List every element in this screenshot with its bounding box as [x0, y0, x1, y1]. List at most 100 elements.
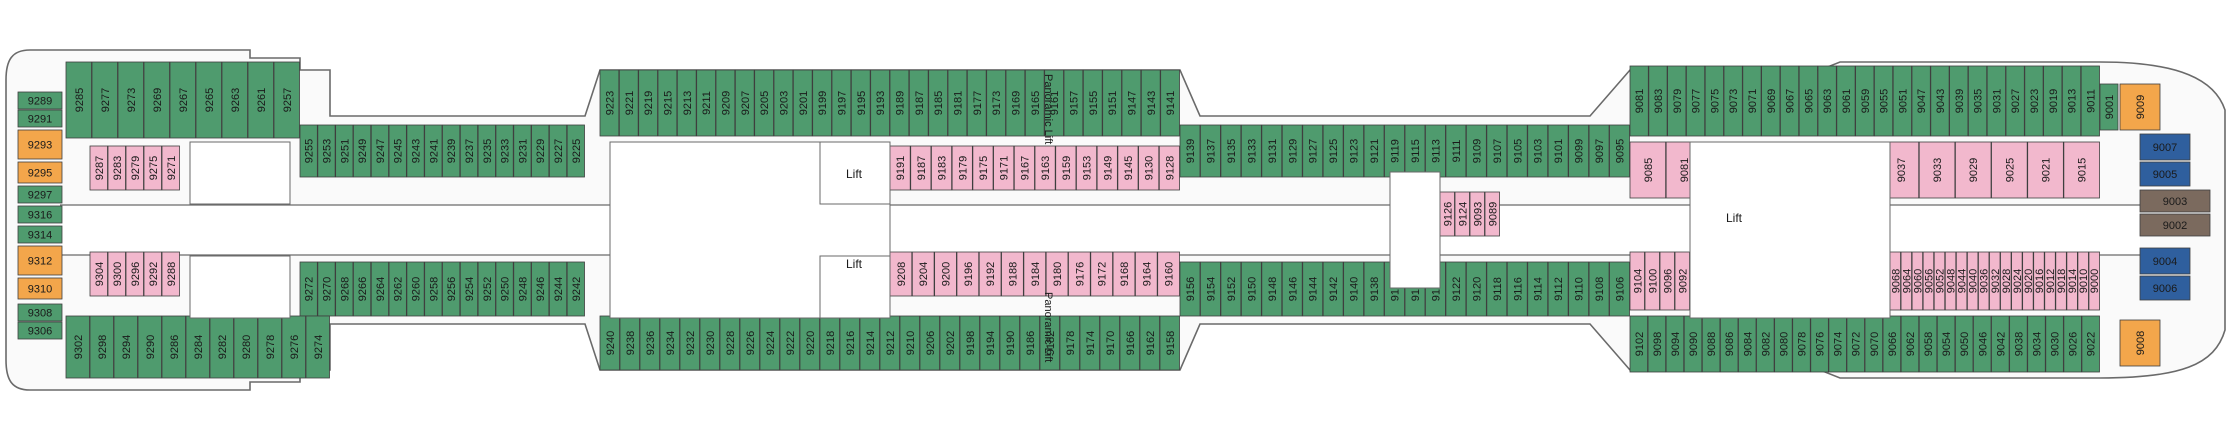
top-inner-9229[interactable]: 9229: [531, 124, 550, 178]
bottom-inner-9144[interactable]: 9144: [1302, 261, 1324, 317]
bottom-outer-9278[interactable]: 9278: [257, 315, 282, 379]
top-inner-9125[interactable]: 9125: [1322, 124, 1344, 178]
bottom-inside-9160[interactable]: 9160: [1157, 251, 1180, 297]
bottom-inner-9264[interactable]: 9264: [370, 261, 389, 317]
top-outer-9185[interactable]: 9185: [928, 69, 948, 137]
bottom-inner-9260[interactable]: 9260: [406, 261, 425, 317]
top-outer-fwd-9039[interactable]: 9039: [1949, 65, 1969, 137]
top-inner-9101[interactable]: 9101: [1547, 124, 1569, 178]
top-outer-fwd-9031[interactable]: 9031: [1986, 65, 2006, 137]
bottom-outer-9232[interactable]: 9232: [679, 315, 700, 371]
top-inside-9015[interactable]: 9015: [2063, 141, 2100, 199]
bottom-outer-9194[interactable]: 9194: [979, 315, 1000, 371]
bottom-inside-9060[interactable]: 9060: [1911, 251, 1924, 311]
bottom-inner-9252[interactable]: 9252: [477, 261, 496, 317]
top-outer-fwd-9077[interactable]: 9077: [1686, 65, 1706, 137]
bottom-outer-9274[interactable]: 9274: [305, 315, 330, 379]
bottom-inside-9064[interactable]: 9064: [1900, 251, 1913, 311]
bottom-outer-9054[interactable]: 9054: [1936, 315, 1956, 373]
bottom-outer-9094[interactable]: 9094: [1665, 315, 1685, 373]
fwd-suite-9002[interactable]: 9002: [2139, 213, 2211, 237]
top-inside-9085[interactable]: 9085: [1629, 141, 1667, 199]
bottom-inner-9272[interactable]: 9272: [299, 261, 318, 317]
top-inner-9255[interactable]: 9255: [299, 124, 318, 178]
bottom-inner-9108[interactable]: 9108: [1588, 261, 1610, 317]
bottom-inner-9138[interactable]: 9138: [1363, 261, 1385, 317]
top-inner-9239[interactable]: 9239: [442, 124, 461, 178]
top-outer-fwd-9051[interactable]: 9051: [1892, 65, 1912, 137]
bottom-inside-9000[interactable]: 9000: [2088, 251, 2101, 311]
top-outer-9209[interactable]: 9209: [715, 69, 736, 137]
top-outer-9277[interactable]: 9277: [91, 61, 118, 139]
top-inner-9099[interactable]: 9099: [1568, 124, 1589, 178]
bottom-inside-9168[interactable]: 9168: [1112, 251, 1136, 297]
top-outer-9187[interactable]: 9187: [908, 69, 929, 137]
top-inner-9097[interactable]: 9097: [1588, 124, 1610, 178]
bottom-inside-9164[interactable]: 9164: [1134, 251, 1158, 297]
bottom-inner-9146[interactable]: 9146: [1281, 261, 1303, 317]
bottom-inside-9044[interactable]: 9044: [1955, 251, 1969, 311]
bottom-inner-9110[interactable]: 9110: [1568, 261, 1589, 317]
top-inside-9124[interactable]: 9124: [1454, 191, 1470, 237]
bottom-outer-9072[interactable]: 9072: [1846, 315, 1865, 373]
top-inside-9153[interactable]: 9153: [1076, 145, 1098, 191]
bottom-outer-9236[interactable]: 9236: [639, 315, 660, 371]
top-outer-9197[interactable]: 9197: [831, 69, 852, 137]
bottom-outer-9198[interactable]: 9198: [959, 315, 980, 371]
bottom-outer-9190[interactable]: 9190: [999, 315, 1020, 371]
top-outer-fwd-9059[interactable]: 9059: [1855, 65, 1875, 137]
top-inner-9119[interactable]: 9119: [1384, 124, 1405, 178]
top-outer-9173[interactable]: 9173: [986, 69, 1006, 137]
top-outer-9261[interactable]: 9261: [247, 61, 274, 139]
top-inner-9105[interactable]: 9105: [1506, 124, 1528, 178]
top-inside-9187[interactable]: 9187: [910, 145, 932, 191]
top-inner-9227[interactable]: 9227: [548, 124, 568, 178]
aft-cabin-9306[interactable]: 9306: [17, 321, 63, 340]
bottom-outer-9186[interactable]: 9186: [1019, 315, 1040, 371]
bottom-inner-9122[interactable]: 9122: [1445, 261, 1467, 317]
bottom-inner-9258[interactable]: 9258: [424, 261, 443, 317]
top-outer-9169[interactable]: 9169: [1005, 69, 1026, 137]
bottom-outer-9294[interactable]: 9294: [113, 315, 138, 379]
top-inside-9271[interactable]: 9271: [161, 145, 180, 191]
bottom-inner-9256[interactable]: 9256: [442, 261, 461, 317]
top-outer-9211[interactable]: 9211: [696, 69, 716, 137]
top-outer-9219[interactable]: 9219: [638, 69, 658, 137]
top-outer-9203[interactable]: 9203: [773, 69, 794, 137]
bottom-outer-9042[interactable]: 9042: [1991, 315, 2010, 373]
bottom-inside-9304[interactable]: 9304: [89, 251, 108, 297]
bottom-outer-9170[interactable]: 9170: [1099, 315, 1120, 371]
top-inner-9109[interactable]: 9109: [1465, 124, 1487, 178]
top-inside-9287[interactable]: 9287: [89, 145, 108, 191]
top-inner-9111[interactable]: 9111: [1445, 124, 1467, 178]
bottom-outer-9084[interactable]: 9084: [1738, 315, 1757, 373]
top-outer-9269[interactable]: 9269: [143, 61, 170, 139]
bottom-outer-9238[interactable]: 9238: [619, 315, 640, 371]
top-outer-fwd-9079[interactable]: 9079: [1667, 65, 1687, 137]
bottom-outer-9098[interactable]: 9098: [1647, 315, 1667, 373]
bottom-inner-9156[interactable]: 9156: [1179, 261, 1201, 317]
bottom-outer-9166[interactable]: 9166: [1119, 315, 1140, 371]
bottom-inside-9200[interactable]: 9200: [934, 251, 957, 297]
top-outer-9157[interactable]: 9157: [1063, 69, 1084, 137]
bottom-outer-9050[interactable]: 9050: [1954, 315, 1974, 373]
bottom-outer-9066[interactable]: 9066: [1882, 315, 1902, 373]
top-outer-9215[interactable]: 9215: [657, 69, 678, 137]
top-inside-9279[interactable]: 9279: [125, 145, 144, 191]
top-inner-9123[interactable]: 9123: [1343, 124, 1364, 178]
bottom-inside-9036[interactable]: 9036: [1978, 251, 1991, 311]
bottom-outer-9222[interactable]: 9222: [779, 315, 800, 371]
bottom-outer-9088[interactable]: 9088: [1701, 315, 1721, 373]
top-outer-fwd-9063[interactable]: 9063: [1817, 65, 1837, 137]
top-outer-9213[interactable]: 9213: [676, 69, 697, 137]
bottom-outer-9298[interactable]: 9298: [89, 315, 114, 379]
bottom-outer-9240[interactable]: 9240: [599, 315, 620, 371]
bottom-inside-9172[interactable]: 9172: [1090, 251, 1113, 297]
top-outer-9177[interactable]: 9177: [966, 69, 987, 137]
top-outer-9285[interactable]: 9285: [65, 61, 92, 139]
aft-cabin-9314[interactable]: 9314: [17, 225, 63, 244]
bottom-inside-9096[interactable]: 9096: [1659, 251, 1675, 311]
bottom-outer-9026[interactable]: 9026: [2063, 315, 2082, 373]
bottom-outer-9074[interactable]: 9074: [1828, 315, 1847, 373]
bottom-inside-9204[interactable]: 9204: [911, 251, 935, 297]
